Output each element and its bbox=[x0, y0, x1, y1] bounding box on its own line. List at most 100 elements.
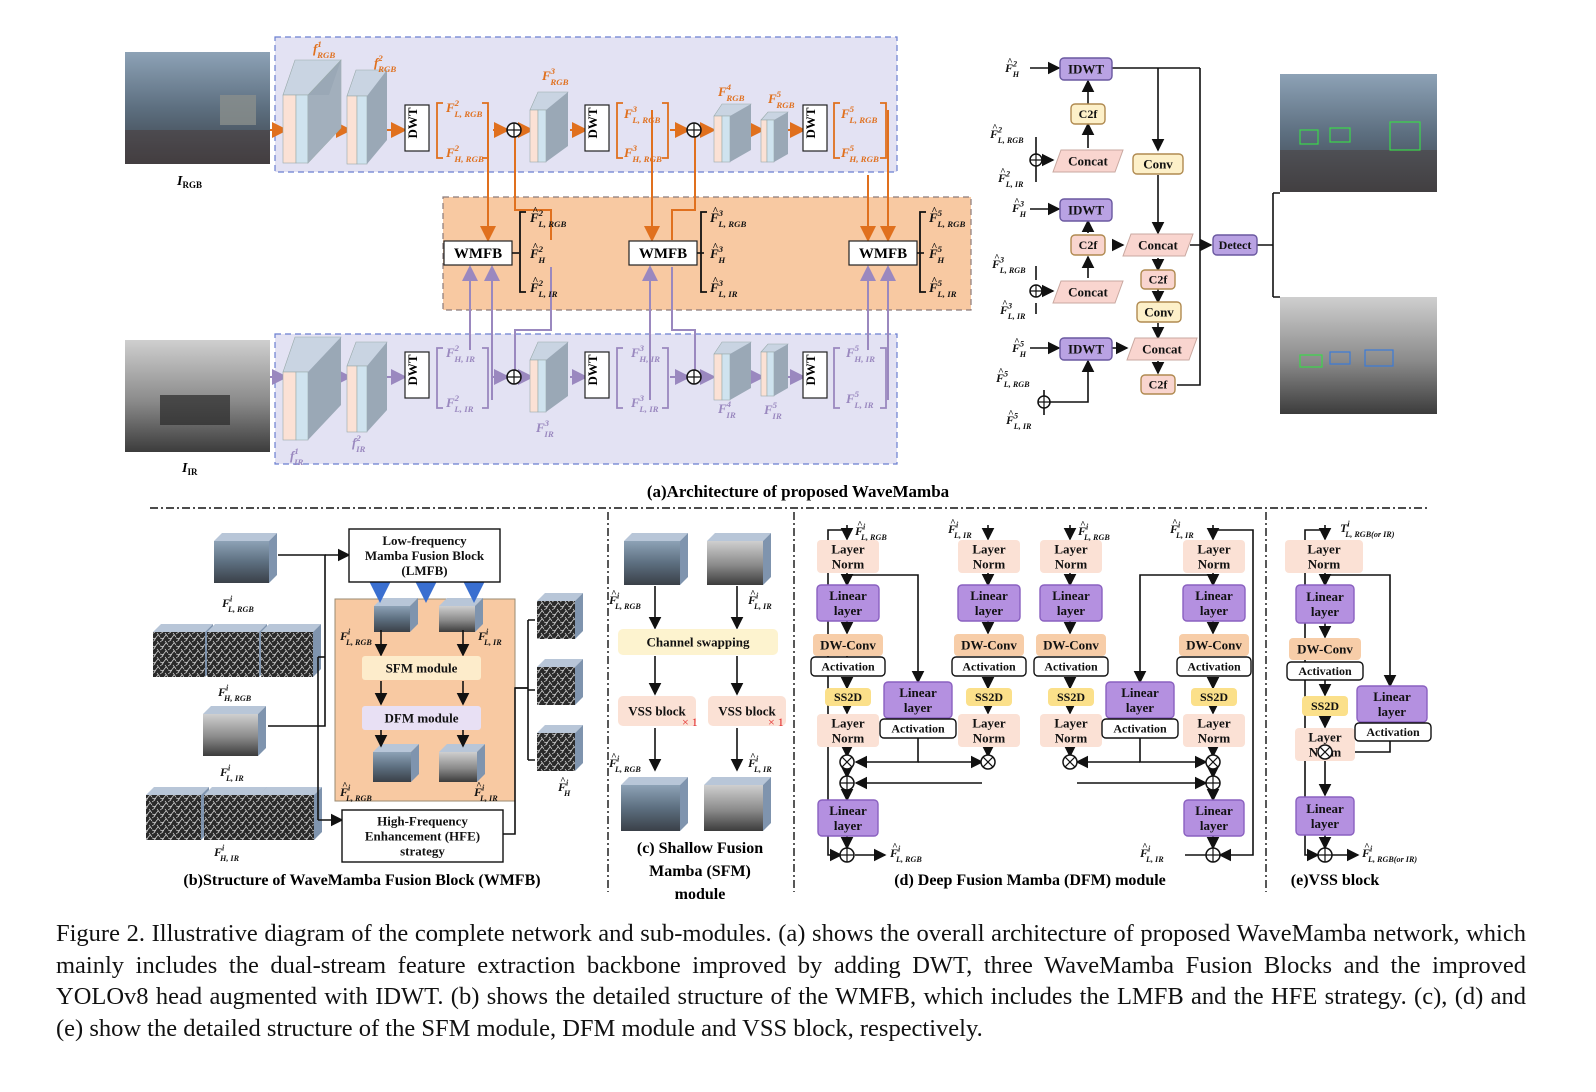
dfm-col-2-layer-norm-1-label-2: Norm bbox=[973, 557, 1006, 572]
dfm-col-4-ss2d: SS2D bbox=[1191, 688, 1237, 706]
wmfb-1-output-label-2-hat: ^ bbox=[532, 242, 538, 253]
sfm-label-2-hat: ^ bbox=[750, 589, 756, 600]
head-c2f-3-label: C2f bbox=[1149, 273, 1169, 287]
wmfb-node-label-3: WMFB bbox=[859, 246, 907, 262]
panel-b-title: (b)Structure of WaveMamba Fusion Block (… bbox=[183, 872, 540, 889]
sfm-input-rgb bbox=[624, 533, 688, 585]
rgb-block-5 bbox=[760, 111, 789, 163]
detection-head: IDWTIDWTIDWTC2fC2fC2fC2fConcatConcatConc… bbox=[989, 57, 1437, 431]
rgb-block-4 bbox=[713, 103, 752, 163]
panel-a-architecture: IRGB IIR bbox=[125, 36, 972, 477]
dfm-col-3-layer-norm-1-label-1: Layer bbox=[1054, 542, 1087, 557]
wmfb-input-low-ir bbox=[203, 706, 266, 756]
hfe-block-label-2: Enhancement (HFE) bbox=[365, 829, 480, 844]
dfm-label-3-hat: ^ bbox=[1080, 520, 1086, 531]
head-input-label-7-hat: ^ bbox=[1014, 337, 1020, 348]
dfm-col-2-linear-1-label-2: layer bbox=[975, 603, 1003, 618]
wmfb-3-output-label-2-hat: ^ bbox=[931, 242, 937, 253]
head-c2f-1-label: C2f bbox=[1079, 107, 1099, 121]
wmfb-input-high-rgb-2 bbox=[207, 624, 267, 677]
wmfb-node-3: WMFB bbox=[848, 240, 924, 266]
head-input-label-5-hat: ^ bbox=[994, 253, 1000, 264]
rgb-dwt-3-label: DWT bbox=[585, 107, 600, 138]
wmfb-core-out-ir bbox=[439, 744, 485, 782]
rgb-block-1 bbox=[282, 59, 342, 164]
dfm-gate-activation-left: Activation bbox=[879, 718, 957, 739]
wmfb-2-output-label-2-hat: ^ bbox=[712, 242, 718, 253]
panel-separators bbox=[150, 507, 1430, 892]
sfm-input-ir bbox=[707, 533, 771, 585]
wmfb-output-high-3 bbox=[537, 725, 583, 771]
ir-block-5 bbox=[760, 343, 789, 397]
wmfb-node-label-1: WMFB bbox=[454, 246, 502, 262]
dfm-gate-activation-right: Activation bbox=[1101, 718, 1179, 739]
wmfb-2-output-label-3-hat: ^ bbox=[712, 276, 718, 287]
dfm-col-3-layer-norm-1-label-2: Norm bbox=[1055, 557, 1088, 572]
sfm-label-1-hat: ^ bbox=[611, 589, 617, 600]
dfm-col-2-activation-label: Activation bbox=[962, 660, 1016, 674]
head-input-label-4-hat: ^ bbox=[1014, 197, 1020, 208]
head-c2f-3: C2f bbox=[1140, 269, 1176, 290]
wmfb-3-output-label-3-hat: ^ bbox=[931, 276, 937, 287]
head-c2f-2-label: C2f bbox=[1079, 238, 1099, 252]
dfm-col-2-layer-norm-2-label-2: Norm bbox=[973, 731, 1006, 746]
dfm-gate-activation-right-label: Activation bbox=[1113, 722, 1167, 736]
wmfb-input-high-ir-1 bbox=[146, 787, 209, 840]
rgb-dwt-2-label: DWT bbox=[405, 107, 420, 138]
wmfb-input-high-ir-3 bbox=[259, 787, 322, 840]
head-conv-2-label: Conv bbox=[1144, 305, 1174, 320]
dfm-col-1-layer-norm-2-label-1: Layer bbox=[831, 716, 864, 731]
ir-dwt-5-label: DWT bbox=[803, 354, 818, 385]
wmfb-core-out-rgb bbox=[373, 744, 419, 782]
head-concat-4: Concat bbox=[1126, 337, 1198, 361]
ir-dwt-3: DWT bbox=[584, 351, 610, 399]
vss-ss2d: SS2D bbox=[1302, 696, 1348, 716]
sfm-label-3-hat: ^ bbox=[611, 752, 617, 763]
sfm-label-4-hat: ^ bbox=[750, 752, 756, 763]
wmfb-core-low-ir bbox=[439, 598, 483, 632]
head-idwt-1-label: IDWT bbox=[1068, 62, 1104, 77]
vss-linear-1-label-2: layer bbox=[1311, 604, 1339, 619]
sfm-output-rgb bbox=[621, 777, 688, 831]
dfm-col-4-activation: Activation bbox=[1176, 656, 1252, 677]
wmfb-node-2: WMFB bbox=[628, 240, 704, 266]
vss-block-ir: VSS block bbox=[708, 696, 786, 726]
head-concat-3-label: Concat bbox=[1138, 238, 1178, 253]
ir-dwt-2-label: DWT bbox=[405, 354, 420, 385]
rgb-block-2 bbox=[346, 69, 388, 165]
ir-dwt-2: DWT bbox=[404, 351, 430, 399]
dfm-label-1-hat: ^ bbox=[857, 520, 863, 531]
dfm-gate-linear-left-label-1: Linear bbox=[899, 685, 937, 700]
head-idwt-2-label: IDWT bbox=[1068, 203, 1104, 218]
ir-input-label: IIR bbox=[181, 461, 198, 477]
rgb-dwt-5: DWT bbox=[802, 104, 828, 152]
dfm-module-block: DFM module bbox=[362, 706, 481, 730]
dfm-col-4-layer-norm-2-label-2: Norm bbox=[1198, 731, 1231, 746]
dfm-col-4-layer-norm-1-label-1: Layer bbox=[1197, 542, 1230, 557]
dfm-col-3-layer-norm-2-label-1: Layer bbox=[1054, 716, 1087, 731]
rgb-dwt-5-label: DWT bbox=[803, 107, 818, 138]
panel-e-title: (e)VSS block bbox=[1291, 872, 1380, 889]
head-idwt-1: IDWT bbox=[1059, 57, 1113, 81]
